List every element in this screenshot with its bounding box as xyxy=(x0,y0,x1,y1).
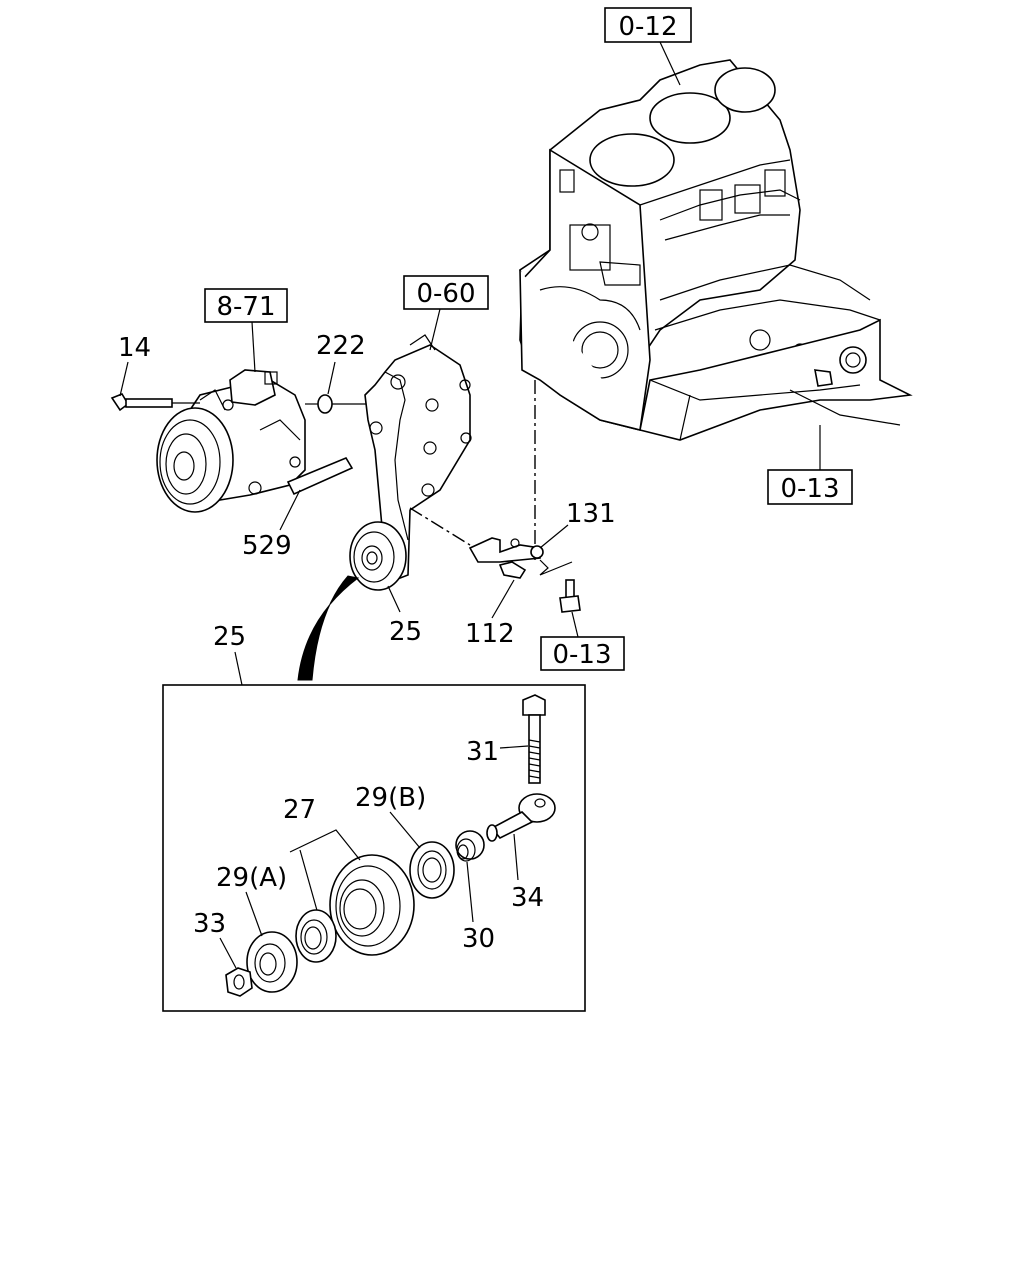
leader-0-12 xyxy=(659,41,681,86)
svg-text:0-13: 0-13 xyxy=(552,640,611,670)
pulley-27-drawing xyxy=(329,854,415,956)
nut-222-drawing xyxy=(317,394,333,414)
ref-box-0-60[interactable]: 0-60 xyxy=(403,275,489,310)
callout-33: 33 xyxy=(193,909,226,939)
leader-29a xyxy=(245,891,263,937)
leader-0-60 xyxy=(429,308,441,351)
bearing-29a-drawing xyxy=(246,931,298,993)
leader-33 xyxy=(219,937,237,969)
spacer-30-drawing xyxy=(455,830,485,862)
axis-zigzag xyxy=(539,559,573,576)
leader-0-13-bolt xyxy=(571,611,579,638)
shaft-34-drawing xyxy=(486,793,556,842)
callout-222: 222 xyxy=(316,331,366,361)
ref-box-0-12[interactable]: 0-12 xyxy=(604,7,692,43)
svg-text:0-60: 0-60 xyxy=(416,279,475,309)
leader-31 xyxy=(499,745,529,749)
leader-529 xyxy=(279,489,301,531)
detail-arrow xyxy=(297,575,360,681)
plate-529-drawing xyxy=(286,456,354,496)
bearing-29a-inner-drawing xyxy=(295,909,337,963)
callout-131: 131 xyxy=(566,499,616,529)
callout-14: 14 xyxy=(118,333,151,363)
leader-29b xyxy=(389,811,421,849)
centerline-bracket xyxy=(409,507,471,546)
bolt-112-drawing xyxy=(498,561,527,579)
svg-text:0-12: 0-12 xyxy=(618,12,677,42)
ref-box-8-71[interactable]: 8-71 xyxy=(204,288,288,323)
leader-222 xyxy=(327,361,336,395)
bracket-drawing xyxy=(364,334,472,582)
detail-box xyxy=(162,684,586,1012)
svg-text:0-13: 0-13 xyxy=(780,474,839,504)
bolt-14-drawing xyxy=(110,393,200,412)
small-bracket-drawing xyxy=(468,537,544,563)
engine-block-drawing xyxy=(519,59,913,441)
callout-25: 25 xyxy=(389,617,422,647)
idler-pulley-25-drawing xyxy=(349,521,407,591)
bearing-29b-drawing xyxy=(409,841,455,899)
callout-529: 529 xyxy=(242,531,292,561)
detail-title: 25 xyxy=(213,622,246,652)
leader-34 xyxy=(513,833,519,881)
callout-112: 112 xyxy=(465,619,515,649)
leader-14 xyxy=(119,361,129,397)
svg-text:8-71: 8-71 xyxy=(216,292,275,322)
leader-detail-title xyxy=(234,651,243,686)
callout-29b: 29(B) xyxy=(355,783,426,813)
bolt-0-13-drawing xyxy=(559,579,581,613)
leader-27 xyxy=(289,829,361,915)
callout-34: 34 xyxy=(511,883,544,913)
callout-31: 31 xyxy=(466,737,499,767)
ref-box-0-13-bolt[interactable]: 0-13 xyxy=(540,636,625,671)
callout-30: 30 xyxy=(462,924,495,954)
nut-33-drawing xyxy=(225,967,253,997)
leader-25 xyxy=(387,585,401,613)
bolt-31-drawing xyxy=(522,694,546,784)
ac-compressor-drawing xyxy=(156,369,306,513)
leader-112 xyxy=(491,579,515,619)
callout-27: 27 xyxy=(283,795,316,825)
leader-131 xyxy=(539,524,569,549)
leader-8-71 xyxy=(251,321,256,373)
leader-30 xyxy=(466,861,474,923)
ref-box-0-13-oil-pan[interactable]: 0-13 xyxy=(767,469,853,505)
callout-29a: 29(A) xyxy=(216,863,287,893)
